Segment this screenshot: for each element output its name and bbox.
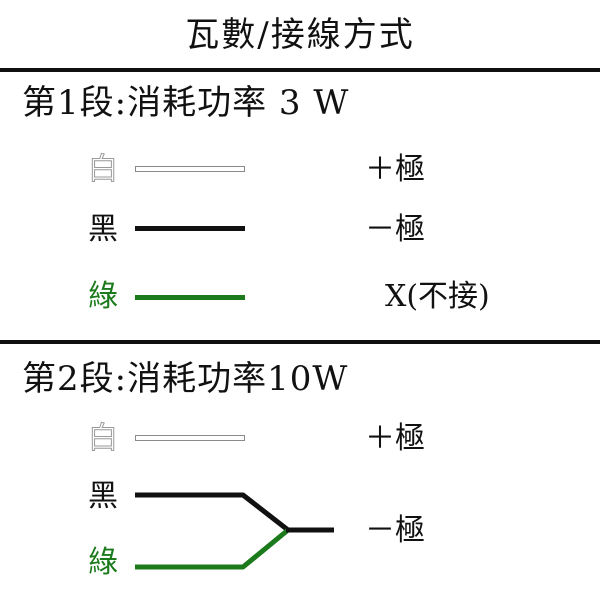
stage1-green-wire-label: 綠 xyxy=(88,279,118,314)
top-divider xyxy=(0,68,600,72)
stage2-positive-terminal: ＋極 xyxy=(365,421,425,456)
stage2-white-wire xyxy=(135,435,245,441)
stage1-negative-terminal: －極 xyxy=(365,212,425,247)
stage2-negative-terminal: －極 xyxy=(365,513,425,548)
middle-divider xyxy=(0,340,600,344)
stage1-white-wire xyxy=(135,166,245,172)
stage2-heading: 第2段:消耗功率10W xyxy=(22,359,349,399)
stage1-black-wire-label: 黑 xyxy=(88,212,118,247)
stage2-green-wire xyxy=(135,528,290,570)
stage1-green-wire xyxy=(135,295,245,300)
stage2-black-wire-label: 黑 xyxy=(88,479,118,514)
stage1-heading: 第1段:消耗功率 3 W xyxy=(22,83,350,123)
stage2-white-wire-label: 白 xyxy=(88,421,119,456)
stage1-no-connect-terminal: X(不接) xyxy=(385,279,490,314)
stage2-black-wire xyxy=(135,492,290,532)
stage2-green-wire-label: 綠 xyxy=(88,545,118,580)
stage1-white-wire-label: 白 xyxy=(88,152,119,187)
stage1-positive-terminal: ＋極 xyxy=(365,152,425,187)
diagram-title: 瓦數/接線方式 xyxy=(185,15,415,55)
stage1-black-wire xyxy=(135,226,245,231)
